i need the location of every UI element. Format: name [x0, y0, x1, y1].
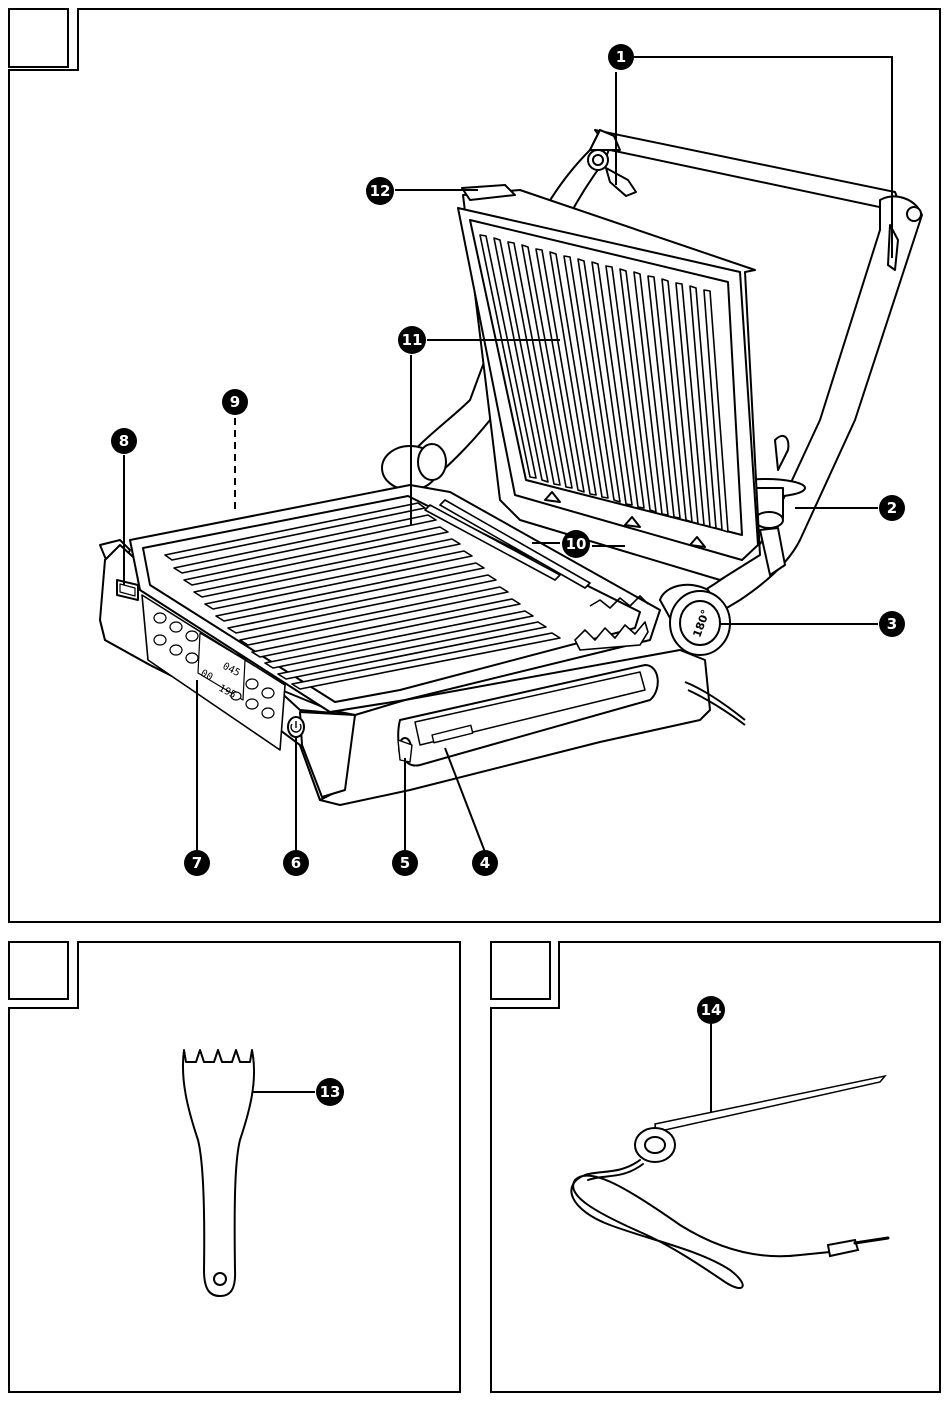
svg-text:5: 5: [400, 854, 410, 872]
svg-text:3: 3: [887, 615, 897, 633]
svg-text:1: 1: [616, 48, 626, 66]
callout-2: 2: [879, 495, 905, 521]
probe-cable: [571, 1160, 830, 1288]
svg-text:12: 12: [370, 182, 391, 200]
upper-grill-plate: [458, 185, 760, 580]
callout-5: 5: [392, 850, 418, 876]
contact-grill: 180° 045 1: [100, 130, 922, 805]
svg-text:11: 11: [402, 331, 423, 349]
callout-13: 13: [316, 1078, 344, 1106]
upper-handle-bar: [588, 130, 903, 212]
callout-6: 6: [283, 850, 309, 876]
power-button: [288, 717, 304, 737]
callout-11: 11: [398, 326, 426, 354]
callout-14: 14: [697, 996, 725, 1024]
svg-text:10: 10: [566, 535, 587, 553]
callout-1: 1: [608, 44, 634, 70]
svg-text:8: 8: [119, 432, 129, 450]
svg-text:14: 14: [701, 1001, 722, 1019]
svg-text:4: 4: [480, 854, 490, 872]
svg-text:7: 7: [192, 854, 202, 872]
callout-7: 7: [184, 850, 210, 876]
spatula: [183, 1050, 254, 1296]
probe-plug: [828, 1240, 858, 1256]
temperature-probe: [571, 1076, 888, 1288]
callout-10: 10: [562, 530, 590, 558]
callout-9: 9: [222, 389, 248, 415]
callout-3: 3: [879, 611, 905, 637]
svg-text:13: 13: [320, 1083, 341, 1101]
svg-text:6: 6: [291, 854, 301, 872]
callout-12: 12: [366, 177, 394, 205]
callout-4: 4: [472, 850, 498, 876]
svg-text:2: 2: [887, 499, 897, 517]
callout-8: 8: [111, 428, 137, 454]
svg-text:9: 9: [230, 393, 240, 411]
